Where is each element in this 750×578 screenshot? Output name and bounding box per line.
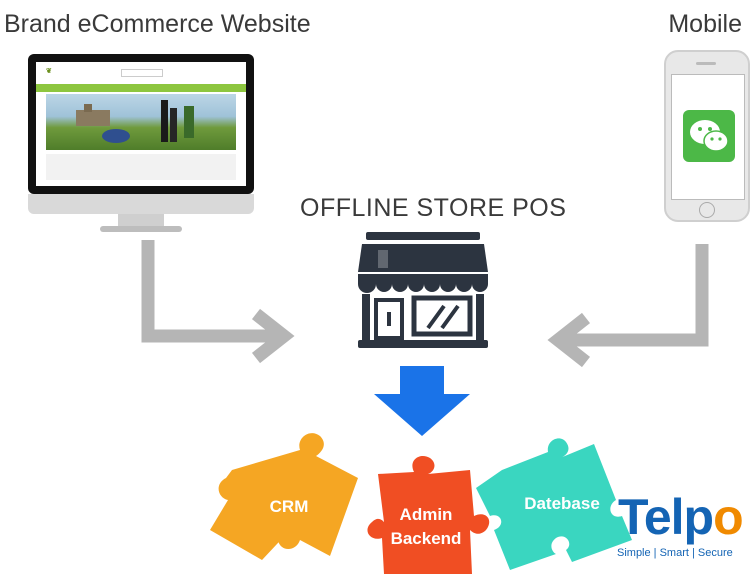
- phone-screen: [671, 74, 745, 200]
- monitor-chin: [28, 194, 254, 214]
- telpo-logo: Telpo: [618, 488, 744, 546]
- monitor-stand: [118, 214, 164, 228]
- database-puzzle-piece: [476, 438, 632, 570]
- website-screenshot: ❦: [36, 62, 246, 186]
- mobile-phone-illustration: [664, 50, 750, 222]
- website-header: ❦: [36, 62, 246, 84]
- database-label: Datebase: [524, 494, 600, 513]
- monitor-foot: [100, 226, 182, 232]
- down-arrow: [374, 366, 470, 436]
- phone-speaker: [696, 62, 716, 65]
- banner-illustration: [76, 100, 194, 143]
- website-search-box: [121, 69, 163, 77]
- wechat-icon: [683, 110, 735, 162]
- website-nav-bar: [36, 84, 246, 92]
- monitor-bezel: ❦: [28, 54, 254, 194]
- crm-label: CRM: [269, 497, 309, 516]
- website-footer: [46, 154, 236, 180]
- admin-label-line2: Backend: [390, 529, 462, 548]
- phone-home-button: [699, 202, 715, 218]
- crm-puzzle-piece: [210, 433, 358, 560]
- desktop-monitor-illustration: ❦: [28, 54, 254, 232]
- pos-label: OFFLINE STORE POS: [300, 194, 567, 222]
- admin-label: Admin Backend: [384, 503, 468, 551]
- website-logo: ❦: [46, 68, 52, 75]
- left-arrow: [141, 240, 295, 364]
- admin-label-line1: Admin: [399, 505, 453, 524]
- ecommerce-label: Brand eCommerce Website: [4, 10, 311, 38]
- telpo-tagline: Simple | Smart | Secure: [617, 547, 733, 559]
- telpo-logo-text: Telp: [618, 489, 714, 545]
- store-icon: [358, 232, 488, 350]
- right-arrow: [547, 244, 709, 368]
- telpo-logo-o: o: [713, 489, 744, 545]
- admin-puzzle-piece: [367, 455, 490, 574]
- mobile-label: Mobile: [668, 10, 742, 38]
- website-banner: [46, 94, 236, 150]
